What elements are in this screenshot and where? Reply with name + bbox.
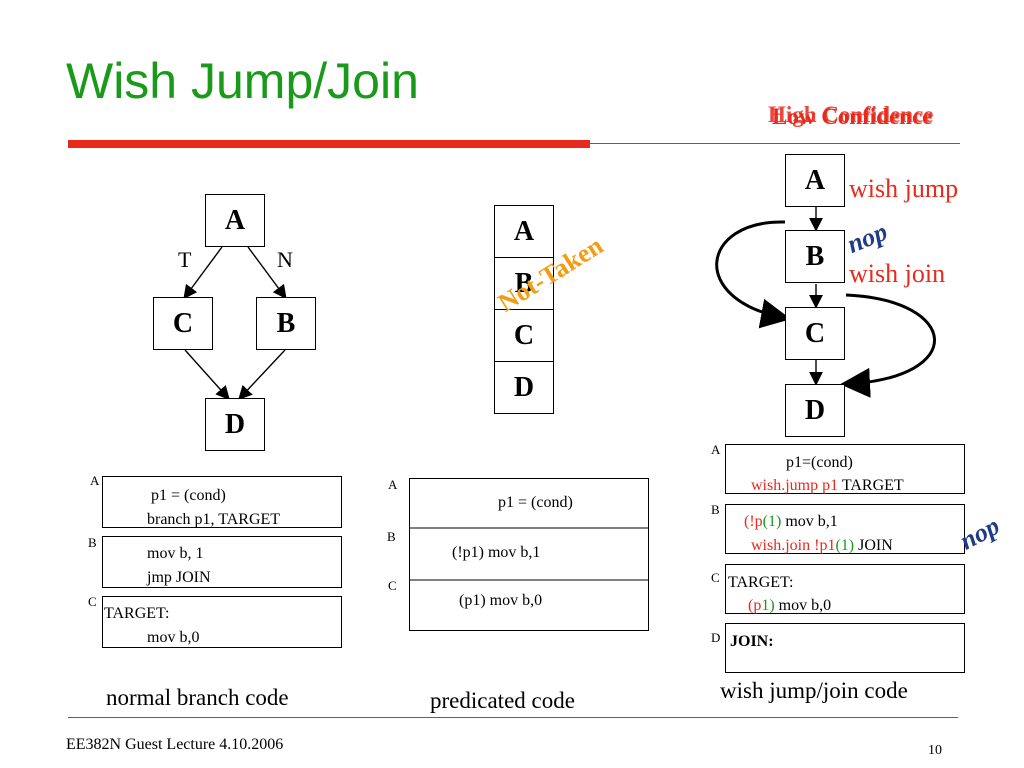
cfg-node-d: D [205,398,265,451]
wish-code-label-a: A [711,442,721,457]
pred-code-label-b: B [387,529,396,544]
normal-code-a-line1: p1 = (cond) [151,487,226,504]
pred-code-caption: predicated code [430,688,575,713]
pred-code-label-c: C [388,578,397,593]
wish-code-b-line1-c: mov b,1 [781,513,838,530]
title-underline-bar [68,140,590,148]
pred-node-d: D [494,361,554,414]
pred-code-c-line1: (p1) mov b,0 [459,592,543,609]
normal-code-block-a [102,476,342,528]
wish-code-a-line2-red: wish.jump p1 [751,477,839,494]
pred-node-b: B [494,257,554,310]
wish-code-b-line2-black: JOIN [854,537,893,554]
wish-code-block-c [725,564,965,614]
pred-code-label-a: A [388,477,398,492]
cfg-node-c: C [153,297,213,350]
footer-page-number: 10 [928,743,942,758]
cfg-edge-label-t: T [178,247,192,272]
pred-node-c: C [494,309,554,362]
normal-code-block-b [102,536,342,588]
low-confidence-label: Low Confidence [772,104,933,129]
normal-code-b-line2: jmp JOIN [147,569,211,586]
wish-code-block-d [725,623,965,673]
wish-code-block-a [725,444,965,494]
wish-code-label-d: D [711,630,721,645]
edge-a-b [247,246,287,300]
wish-jump-curve [715,220,791,329]
normal-code-c-line1: TARGET: [104,605,170,622]
normal-code-a-line2: branch p1, TARGET [147,511,281,528]
wish-code-c-line2-c: mov b,0 [774,597,832,614]
wish-code-label-b: B [711,502,720,517]
normal-code-label-b: B [88,535,97,550]
pred-code-a-line1: p1 = (cond) [498,494,573,511]
wish-code-b-line2-green: (1) [835,537,855,554]
wish-jump-label: wish jump [849,174,959,203]
wish-join-label: wish join [849,259,946,288]
wish-code-c-line2-b: 1) [761,597,775,614]
wish-node-c: C [785,307,845,360]
wish-code-d-line1: JOIN: [730,633,774,650]
footer-lecture-info: EE382N Guest Lecture 4.10.2006 [66,736,284,753]
wish-join-curve [840,293,936,398]
pred-node-a: A [494,205,554,258]
wish-code-block-b [725,504,965,554]
wish-code-b-line1-a: (!p [744,513,763,530]
wish-code-c-line1: TARGET: [728,574,794,591]
wish-code-b-line1-b: (1) [762,513,782,530]
normal-code-block-c [102,596,342,648]
wish-node-d: D [785,384,845,437]
wish-code-a-line2-black: TARGET [841,477,904,494]
wish-code-label-c: C [711,570,720,585]
high-confidence-label: High Confidence [768,102,934,127]
cfg-node-b: B [256,297,316,350]
wish-code-caption: wish jump/join code [720,678,908,703]
wish-code-a-line1: p1=(cond) [786,454,853,471]
pred-code-block [409,478,649,631]
wish-code-b-line2-red: wish.join !p1 [751,537,836,554]
page-title: Wish Jump/Join [66,53,419,109]
edge-a-c [183,246,223,300]
title-underline-thin [590,143,960,144]
wish-node-b: B [785,230,845,283]
wish-code-c-line2-a: (p [748,597,762,614]
normal-code-b-line1: mov b, 1 [147,545,204,562]
normal-code-caption: normal branch code [106,685,289,710]
wish-node-a: A [785,154,845,207]
cfg-node-a: A [205,194,265,247]
normal-code-label-c: C [88,594,97,609]
pred-code-b-line1: (!p1) mov b,1 [452,544,541,561]
normal-code-label-a: A [90,473,100,488]
footer-divider [68,717,958,718]
edge-b-d [238,349,286,401]
cfg-edge-label-n: N [277,247,293,272]
edge-c-d [184,349,230,401]
normal-code-c-line2: mov b,0 [147,629,200,646]
